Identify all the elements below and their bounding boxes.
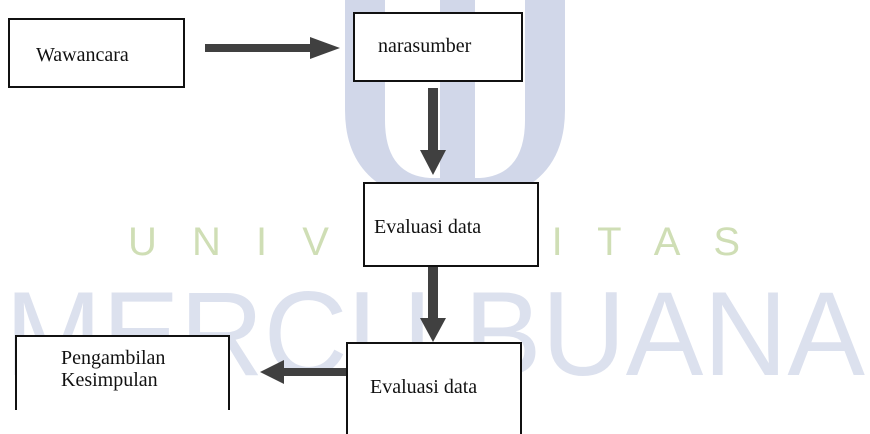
node-narasumber-label: narasumber xyxy=(378,35,472,57)
node-evaluasi-data-2-label: Evaluasi data xyxy=(370,376,478,398)
flow-arrows xyxy=(205,37,446,384)
node-kesimpulan-line2: Kesimpulan xyxy=(61,369,158,391)
node-evaluasi-data-1-label: Evaluasi data xyxy=(374,216,482,238)
arrow-left-icon xyxy=(260,360,346,384)
node-pengambilan-kesimpulan: Pengambilan Kesimpulan xyxy=(15,335,230,410)
arrow-right-icon xyxy=(205,37,340,59)
node-wawancara: Wawancara xyxy=(8,18,185,88)
node-evaluasi-data-1: Evaluasi data xyxy=(363,182,539,267)
node-wawancara-label: Wawancara xyxy=(36,44,129,66)
arrow-down-icon xyxy=(420,260,446,342)
node-narasumber: narasumber xyxy=(353,12,523,82)
node-evaluasi-data-2: Evaluasi data xyxy=(346,342,522,434)
node-kesimpulan-line1: Pengambilan xyxy=(61,347,166,369)
arrow-down-icon xyxy=(420,88,446,175)
university-logo-icon xyxy=(345,0,565,205)
